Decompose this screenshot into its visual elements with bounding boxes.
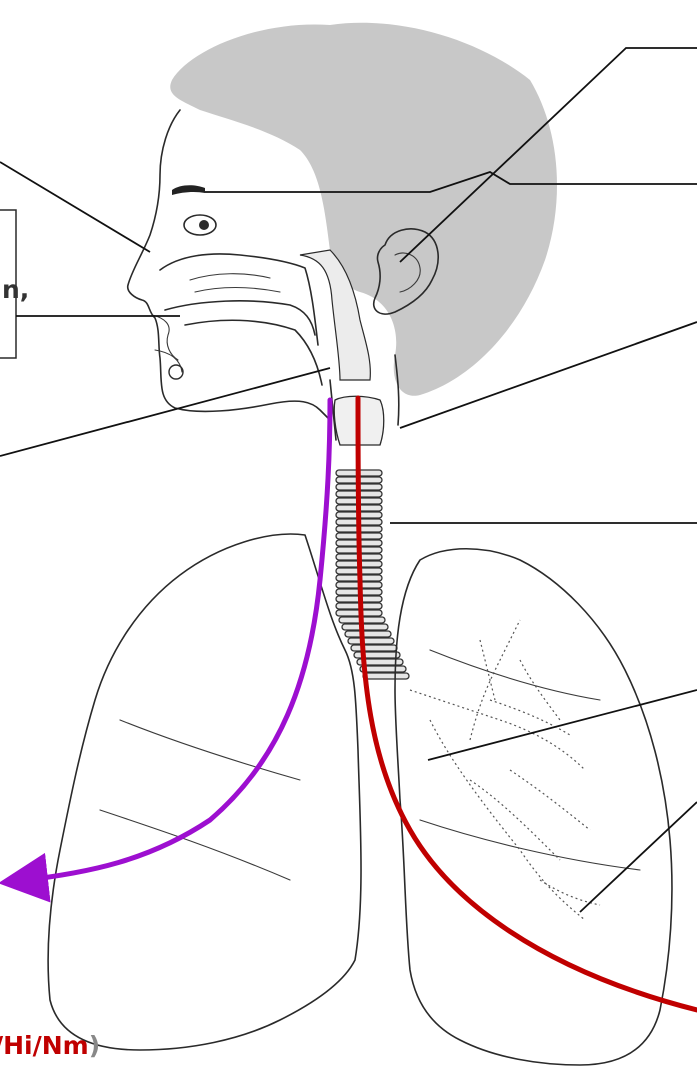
leader-line-pharynx	[0, 368, 330, 456]
bottom-label-closing-paren: )	[89, 1031, 100, 1060]
trachea	[336, 470, 409, 679]
trachea-ring	[363, 673, 409, 679]
inset-box-fragment: n,	[2, 275, 29, 304]
eyebrow-shape	[172, 185, 205, 195]
leader-line-lung	[580, 802, 697, 912]
eye-pupil	[199, 220, 209, 230]
trachea-ring	[351, 645, 397, 651]
uvula	[169, 365, 183, 379]
leader-line-bronchi	[428, 690, 697, 760]
bottom-label-text: /Hi/Nm	[0, 1031, 89, 1060]
bottom-cropped-label: /Hi/Nm)	[0, 1031, 100, 1060]
nasal-turbinates	[190, 274, 280, 292]
purple-path-arrow	[18, 400, 330, 881]
face-outline	[128, 110, 330, 420]
trachea-ring	[345, 631, 391, 637]
leader-line-nose	[0, 162, 150, 252]
trachea-ring	[342, 624, 388, 630]
nasal-cavity	[160, 254, 318, 345]
trachea-ring	[348, 638, 394, 644]
bronchial-tree	[410, 620, 600, 920]
left-lung-fissure	[100, 720, 300, 880]
